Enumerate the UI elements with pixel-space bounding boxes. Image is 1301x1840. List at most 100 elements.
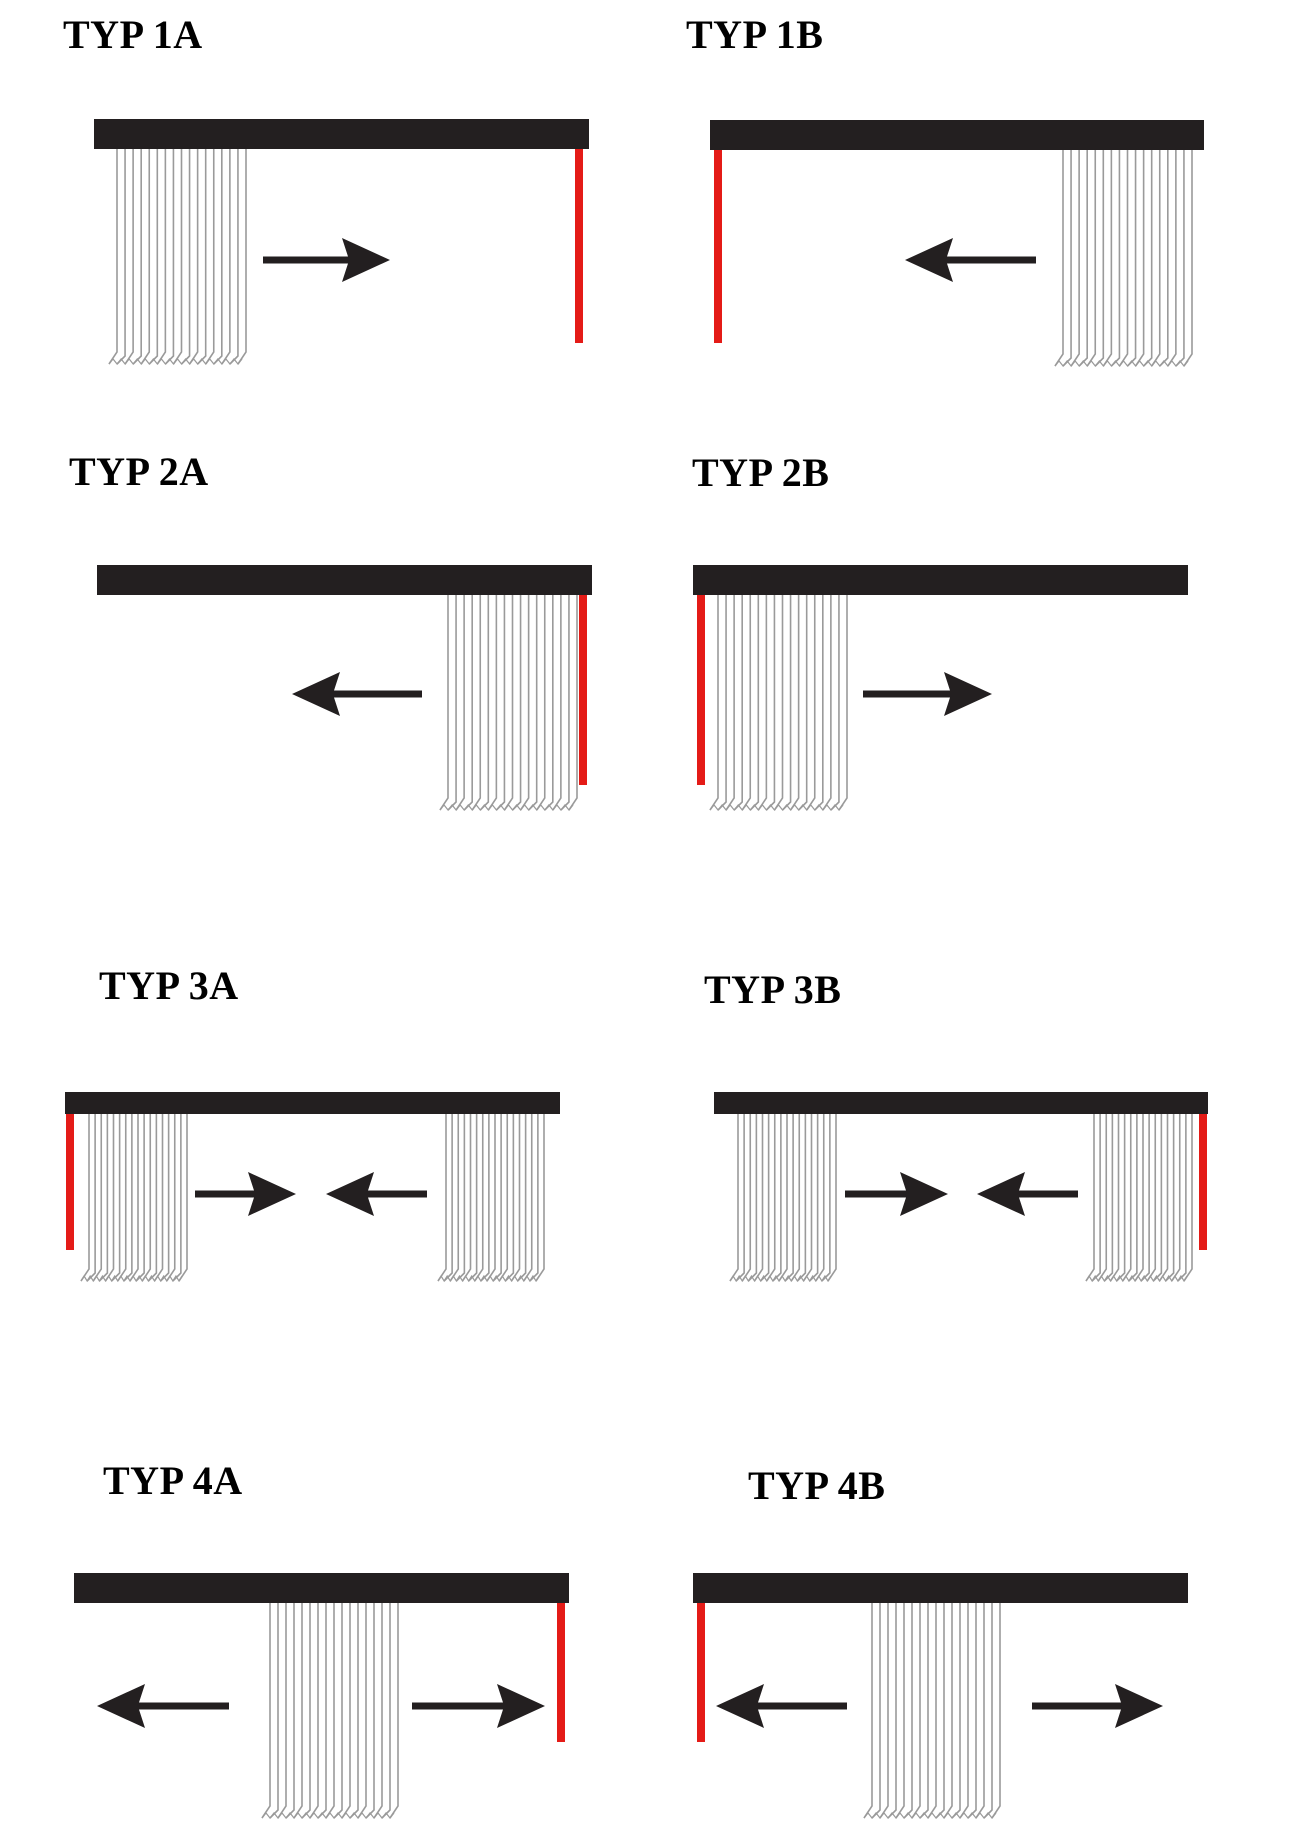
label-typ-2b: TYP 2B	[692, 450, 830, 495]
slat	[1091, 1114, 1101, 1282]
slat	[1151, 150, 1161, 367]
slat	[1085, 1114, 1095, 1282]
slat-bottom-edge	[1054, 360, 1189, 367]
slat	[919, 1603, 929, 1819]
control-cord	[1199, 1114, 1207, 1250]
label-typ-2a: TYP 2A	[69, 449, 209, 494]
slat	[116, 149, 126, 365]
slat-stack	[108, 149, 247, 365]
slat	[381, 1603, 391, 1819]
arrow-left-icon	[97, 1684, 229, 1728]
slat	[373, 1603, 383, 1819]
slat	[471, 595, 482, 811]
slat	[536, 595, 546, 811]
slat	[975, 1603, 985, 1819]
slat	[747, 1114, 758, 1282]
slat	[911, 1603, 921, 1819]
arrow-right-icon	[195, 1172, 296, 1216]
slat	[729, 1114, 739, 1282]
slat	[180, 149, 191, 365]
slat	[765, 595, 776, 811]
slat	[237, 149, 247, 365]
slat	[333, 1603, 343, 1819]
slat	[487, 595, 498, 811]
slat	[349, 1603, 359, 1819]
slat	[1118, 150, 1129, 367]
slat	[148, 149, 159, 365]
headrail	[74, 1573, 569, 1603]
slat	[357, 1603, 367, 1819]
headrail	[693, 1573, 1188, 1603]
slat	[1167, 150, 1177, 367]
label-typ-4a: TYP 4A	[103, 1458, 243, 1503]
slat	[951, 1603, 961, 1819]
slat	[814, 595, 824, 811]
slat	[1165, 1114, 1175, 1282]
slat	[544, 595, 554, 811]
slat-bottom-edge	[439, 804, 574, 811]
slat	[1094, 150, 1105, 367]
slat	[1103, 1114, 1114, 1282]
label-typ-4b: TYP 4B	[748, 1463, 886, 1508]
slat	[781, 595, 792, 811]
slat	[365, 1603, 375, 1819]
arrow-left-icon	[326, 1172, 427, 1216]
slat	[733, 595, 743, 811]
slat	[1116, 1114, 1126, 1282]
slat	[147, 1114, 158, 1282]
slat	[135, 1114, 145, 1282]
arrow-right-icon	[845, 1172, 948, 1216]
slat	[1159, 150, 1169, 367]
blind-diagram-3b	[714, 1092, 1208, 1283]
slat	[1054, 150, 1064, 367]
headrail	[97, 565, 592, 595]
headrail	[94, 119, 589, 149]
slat	[197, 149, 207, 365]
blind-diagram-2b	[693, 565, 1188, 811]
slat-stack	[709, 595, 848, 811]
slat	[519, 595, 530, 811]
slat	[838, 595, 848, 811]
slat	[160, 1114, 170, 1282]
arrow-left-icon	[292, 672, 422, 716]
slat	[741, 595, 752, 811]
headrail	[710, 120, 1204, 150]
slat	[80, 1114, 90, 1282]
slat	[528, 595, 538, 811]
slat	[967, 1603, 977, 1819]
arrow-left-icon	[716, 1684, 847, 1728]
arrow-left-icon	[905, 238, 1036, 282]
slat	[269, 1603, 279, 1819]
slat	[261, 1603, 271, 1819]
slat	[1140, 1114, 1150, 1282]
slat	[709, 595, 719, 811]
control-cord	[697, 595, 705, 785]
slat	[156, 149, 167, 365]
slat	[935, 1603, 945, 1819]
slat	[749, 595, 760, 811]
slat	[1126, 150, 1137, 367]
slat	[188, 149, 199, 365]
control-cord	[714, 150, 722, 343]
slat	[821, 1114, 831, 1282]
label-typ-3a: TYP 3A	[99, 963, 239, 1008]
slat	[760, 1114, 770, 1282]
arrow-right-icon	[263, 238, 390, 282]
slat-stack	[1085, 1114, 1193, 1283]
slat	[495, 595, 506, 811]
slat	[959, 1603, 969, 1819]
slat	[301, 1603, 311, 1819]
slat	[773, 595, 784, 811]
slat	[943, 1603, 953, 1819]
slat	[172, 149, 183, 365]
slat	[735, 1114, 745, 1282]
slat	[725, 595, 735, 811]
slat	[132, 149, 142, 365]
slat	[1062, 150, 1072, 367]
slat	[511, 595, 522, 811]
slat	[285, 1603, 295, 1819]
slat	[124, 149, 134, 365]
slat	[560, 595, 570, 811]
control-cord	[66, 1114, 74, 1250]
